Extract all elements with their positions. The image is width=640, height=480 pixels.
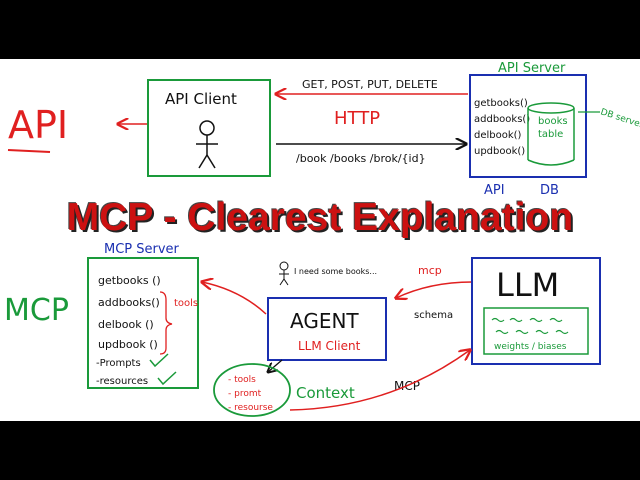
mcp-server-func-0: getbooks () bbox=[98, 274, 161, 287]
agent-to-context-arrow bbox=[268, 359, 283, 372]
database-icon bbox=[527, 102, 575, 166]
tools-brace bbox=[159, 291, 173, 355]
mcp-server-func-3: updbook () bbox=[98, 338, 158, 351]
context-item-1: - promt bbox=[228, 389, 262, 399]
endpoints-label: /book /books /brok/{id} bbox=[296, 152, 426, 165]
db-table-line-1: table bbox=[538, 129, 563, 140]
mcp-server-extra-0: -Prompts bbox=[96, 358, 141, 369]
small-stick-figure-icon bbox=[279, 261, 289, 286]
db-table-line-0: books bbox=[538, 116, 568, 127]
agent-subtitle: LLM Client bbox=[298, 339, 361, 353]
mcp-server-extra-1: -resources bbox=[96, 376, 148, 387]
http-label: HTTP bbox=[334, 108, 380, 129]
schema-label: schema bbox=[414, 310, 453, 321]
api-server-func-0: getbooks() bbox=[474, 98, 528, 109]
api-server-func-2: delbook() bbox=[474, 130, 522, 141]
api-server-func-3: updbook() bbox=[474, 146, 525, 157]
check-icon-resources bbox=[157, 371, 177, 386]
context-blob bbox=[213, 363, 291, 417]
context-item-0: - tools bbox=[228, 375, 256, 385]
db-footer: DB bbox=[540, 183, 559, 198]
agent-box bbox=[267, 297, 387, 361]
mcp-server-func-1: addbooks() bbox=[98, 296, 160, 309]
context-to-llm-arrow bbox=[289, 350, 470, 411]
api-server-box bbox=[469, 74, 587, 178]
weights-squiggles bbox=[491, 317, 569, 335]
headline: MCP - Clearest Explanation bbox=[66, 196, 574, 239]
api-label: API bbox=[8, 103, 68, 147]
mcp-top-label: mcp bbox=[418, 264, 442, 277]
llm-to-agent-arrow bbox=[396, 281, 473, 298]
mcp-server-box bbox=[87, 257, 199, 389]
agent-title: AGENT bbox=[290, 309, 359, 333]
agent-to-server-arrow bbox=[202, 282, 267, 315]
mcp-server-title: MCP Server bbox=[104, 242, 180, 257]
db-note: DB server bbox=[599, 107, 640, 130]
weights-label: weights / biases bbox=[494, 342, 567, 352]
api-underline bbox=[7, 149, 51, 153]
api-server-func-1: addbooks() bbox=[474, 114, 530, 125]
request-methods: GET, POST, PUT, DELETE bbox=[302, 78, 438, 91]
tools-label: tools bbox=[174, 298, 198, 309]
api-client-title: API Client bbox=[165, 90, 237, 108]
mcp-label: MCP bbox=[4, 293, 69, 328]
mcp-server-func-2: delbook () bbox=[98, 318, 154, 331]
stick-figure-icon bbox=[196, 120, 218, 169]
weights-box bbox=[483, 307, 589, 355]
context-label: Context bbox=[296, 384, 355, 402]
api-client-box bbox=[147, 79, 271, 177]
llm-box bbox=[471, 257, 601, 365]
context-item-2: - resourse bbox=[228, 403, 273, 413]
check-icon-prompts bbox=[149, 353, 169, 368]
llm-title: LLM bbox=[496, 266, 559, 304]
api-server-title: API Server bbox=[498, 61, 566, 76]
speech-text: I need some books... bbox=[294, 267, 377, 276]
api-footer: API bbox=[484, 183, 505, 198]
